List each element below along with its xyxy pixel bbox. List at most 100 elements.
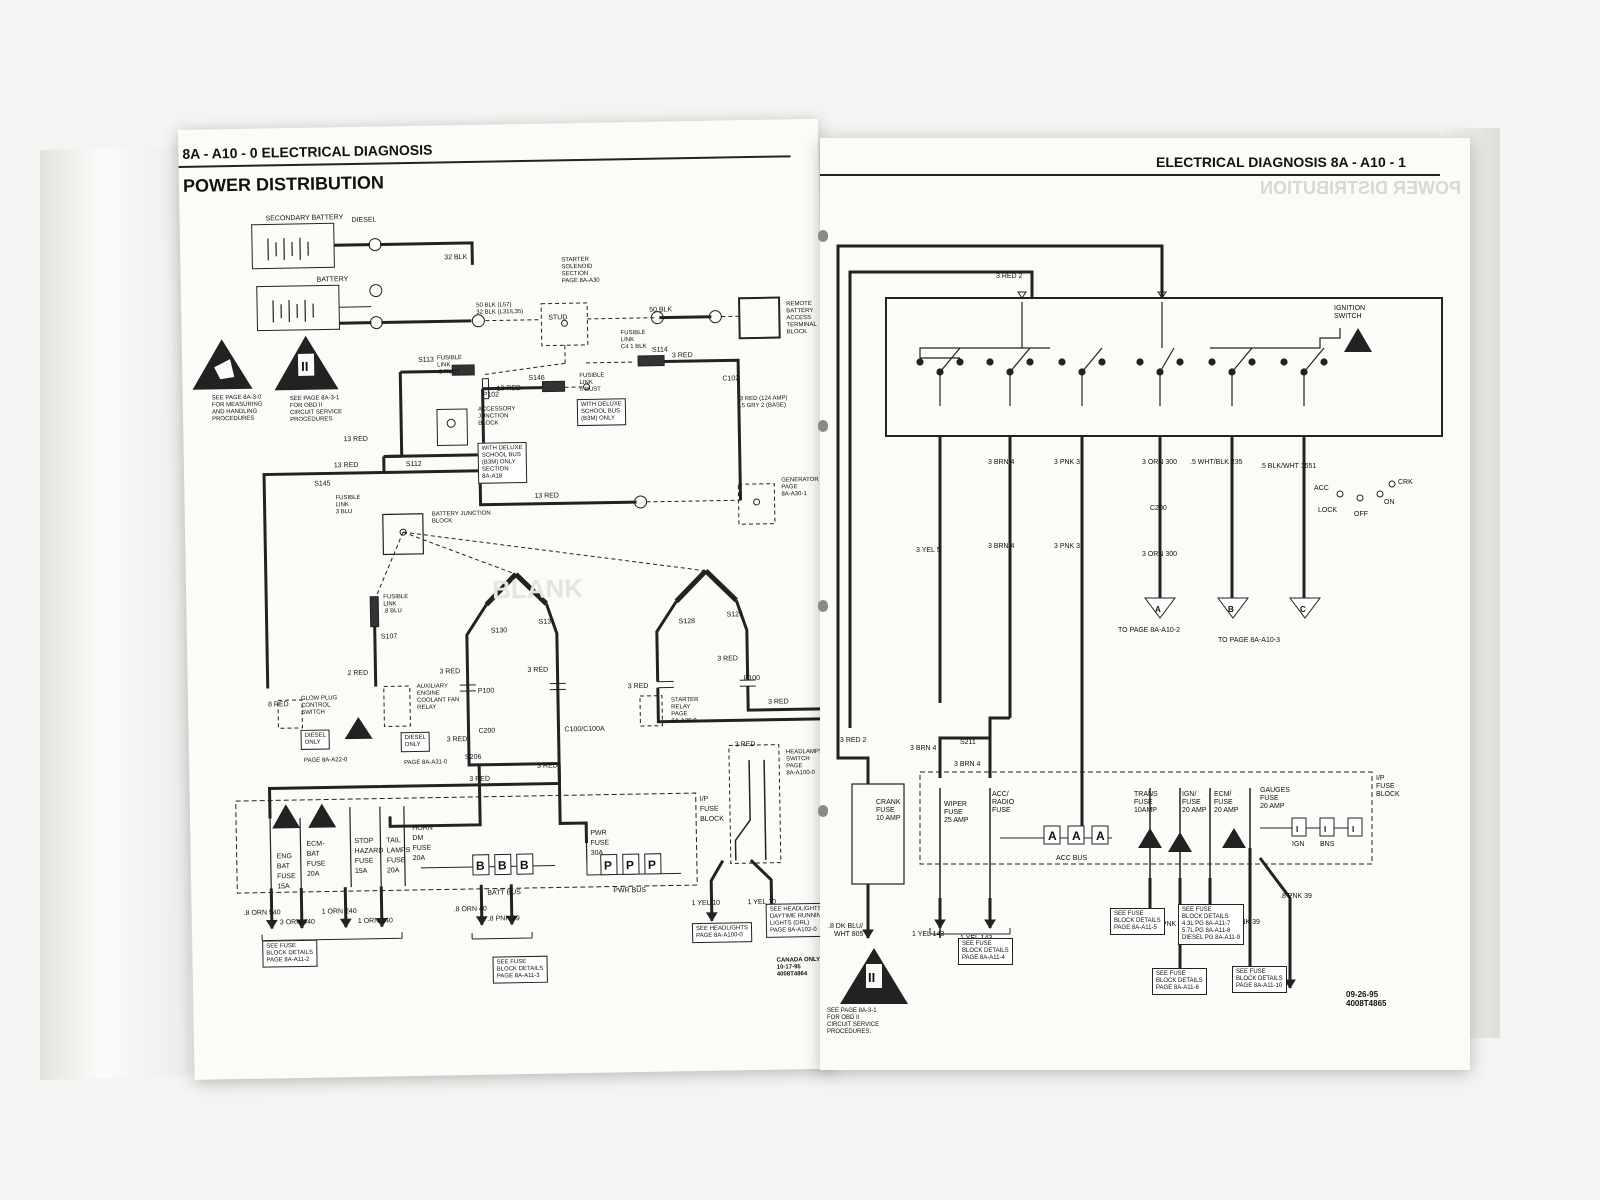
svg-text:TRANS: TRANS: [1134, 791, 1158, 798]
svg-text:.8 PNK 39: .8 PNK 39: [1280, 893, 1312, 900]
svg-text:3 ORN 300: 3 ORN 300: [1142, 459, 1177, 466]
svg-text:C200: C200: [478, 728, 495, 735]
svg-text:3 RED: 3 RED: [735, 741, 756, 748]
svg-text:20A: 20A: [387, 867, 400, 874]
svg-text:S211: S211: [960, 739, 976, 746]
svg-text:PWR: PWR: [590, 830, 606, 837]
svg-text:S112: S112: [406, 461, 422, 468]
battery-junction-label: BATTERY JUNCTION BLOCK: [431, 510, 491, 525]
svg-text:FUSE: FUSE: [277, 873, 296, 880]
acc-bus-a2: A: [1072, 829, 1081, 843]
svg-text:ECM/: ECM/: [1214, 791, 1232, 798]
svg-text:S114: S114: [652, 346, 668, 353]
svg-text:3 RED: 3 RED: [469, 776, 490, 783]
left-page: 8A - A10 - 0 ELECTRICAL DIAGNOSIS POWER …: [178, 118, 835, 1080]
svg-text:I/P: I/P: [1376, 775, 1385, 782]
svg-text:3 RED: 3 RED: [768, 698, 789, 705]
obd-ignition-icon: [1344, 328, 1372, 352]
svg-text:GAUGES: GAUGES: [1260, 787, 1290, 794]
stud-label: STUD: [548, 314, 567, 321]
svg-text:S113: S113: [418, 357, 434, 364]
svg-text:10AMP: 10AMP: [1134, 807, 1157, 814]
svg-text:.8 ORN 540: .8 ORN 540: [244, 909, 281, 917]
off-pos: OFF: [1354, 511, 1368, 518]
binding-ring: [818, 230, 828, 242]
svg-text:FUSE: FUSE: [1182, 799, 1201, 806]
svg-text:FUSE: FUSE: [1214, 799, 1233, 806]
header-rule-right: [820, 174, 1440, 176]
fusible-link-3-blu: FUSIBLE LINK 3 BLU: [335, 494, 361, 516]
wire-124amp: 3 RED (124 AMP) .5 GRY 2 (BASE): [739, 395, 788, 410]
pwr-bus-p1: P: [604, 859, 612, 873]
right-page-footer: 09-26-95 4008T4865: [1346, 990, 1387, 1008]
right-page-header: ELECTRICAL DIAGNOSIS 8A - A10 - 1: [1156, 154, 1406, 170]
svg-text:II: II: [301, 359, 308, 374]
svg-text:TAIL: TAIL: [386, 837, 400, 844]
svg-text:IGNITION: IGNITION: [1334, 305, 1365, 312]
svg-text:WHT 805: WHT 805: [834, 931, 864, 938]
svg-text:3 RED: 3 RED: [717, 655, 738, 662]
wire-13red: 13 RED: [497, 385, 522, 392]
svg-text:13 RED: 13 RED: [534, 492, 559, 499]
svg-text:S146: S146: [528, 375, 545, 382]
offpage-a: A: [1155, 605, 1161, 614]
svg-text:3 RED: 3 RED: [628, 683, 649, 690]
svg-text:WIPER: WIPER: [944, 801, 967, 808]
acc-bus-a1: A: [1048, 829, 1057, 843]
svg-text:ENG: ENG: [277, 853, 292, 860]
svg-text:FUSE: FUSE: [700, 806, 719, 813]
svg-text:20A: 20A: [307, 871, 320, 878]
see-fuse-a11-10: SEE FUSE BLOCK DETAILS PAGE 8A-A11-10: [1232, 966, 1287, 993]
svg-text:C100/C100A: C100/C100A: [564, 726, 605, 734]
left-page-footer: CANADA ONLY 10-17-95 4008T4864: [776, 956, 821, 978]
svg-text:3 RED: 3 RED: [447, 736, 468, 743]
svg-text:13 RED: 13 RED: [343, 436, 368, 443]
svg-text:1 YEL 143: 1 YEL 143: [912, 931, 944, 938]
esd-warning-icon: [192, 339, 253, 390]
fusible-link-5-rust: FUSIBLE LINK 5 RUST: [579, 372, 605, 394]
svg-text:STOP: STOP: [354, 838, 373, 845]
svg-text:20 AMP: 20 AMP: [1214, 807, 1239, 814]
see-fuse-a11-4: SEE FUSE BLOCK DETAILS PAGE 8A-A11-4: [958, 938, 1013, 965]
bns-label: BNS: [1320, 841, 1335, 848]
svg-text:.8 ORN 40: .8 ORN 40: [454, 906, 487, 914]
svg-text:FUSE: FUSE: [876, 807, 895, 814]
see-fuse-a11-2: SEE FUSE BLOCK DETAILS PAGE 8A-A11-2: [262, 939, 318, 968]
binding-ring: [818, 600, 828, 612]
remote-battery-label: REMOTE BATTERY ACCESS TERMINAL BLOCK: [786, 300, 817, 336]
svg-text:30A: 30A: [591, 850, 604, 857]
svg-text:15A: 15A: [355, 868, 368, 875]
fusible-link-8-rust: FUSIBLE LINK .8 RUST: [436, 355, 463, 376]
svg-text:C102: C102: [722, 375, 739, 382]
deluxe-bus-note-1: WITH DELUXE SCHOOL BUS (B3M) ONLY: [576, 398, 627, 427]
svg-text:.8 PNK 39: .8 PNK 39: [488, 915, 520, 923]
ign-bus-i3: I: [1352, 825, 1354, 834]
secondary-battery-symbol: [251, 222, 335, 270]
offpage-b: B: [1228, 605, 1234, 614]
secondary-battery-label: SECONDARY BATTERY: [266, 214, 344, 222]
svg-text:1 YEL 10: 1 YEL 10: [692, 900, 721, 907]
lock-pos: LOCK: [1318, 507, 1337, 514]
binding-ring: [818, 805, 828, 817]
acc-bus-label: ACC BUS: [1056, 855, 1087, 862]
svg-text:S145: S145: [314, 480, 331, 487]
svg-text:S206: S206: [465, 754, 482, 761]
svg-text:ECM-: ECM-: [306, 841, 325, 848]
to-page-2: TO PAGE 8A-A10-2: [1118, 627, 1180, 634]
svg-text:FUSE: FUSE: [1260, 795, 1279, 802]
svg-text:.5 WHT/BLK 235: .5 WHT/BLK 235: [1190, 459, 1243, 466]
svg-text:3 YEL 5: 3 YEL 5: [916, 547, 941, 554]
see-fuse-a11-3: SEE FUSE BLOCK DETAILS PAGE 8A-A11-3: [492, 955, 548, 984]
diesel-only-1: DIESEL ONLY: [300, 729, 331, 750]
acc-pos: ACC: [1314, 485, 1329, 492]
on-pos: ON: [1384, 499, 1395, 506]
svg-text:10 AMP: 10 AMP: [876, 815, 901, 822]
batt-bus-b3: B: [520, 858, 529, 872]
svg-text:3 RED 2: 3 RED 2: [840, 737, 867, 744]
svg-text:P102: P102: [483, 391, 500, 398]
svg-text:3 PNK 3: 3 PNK 3: [1054, 543, 1080, 550]
svg-text:FUSE: FUSE: [590, 840, 609, 847]
battery-symbol: [256, 284, 341, 332]
svg-text:S128: S128: [679, 618, 696, 625]
pwr-bus-p3: P: [648, 858, 656, 872]
